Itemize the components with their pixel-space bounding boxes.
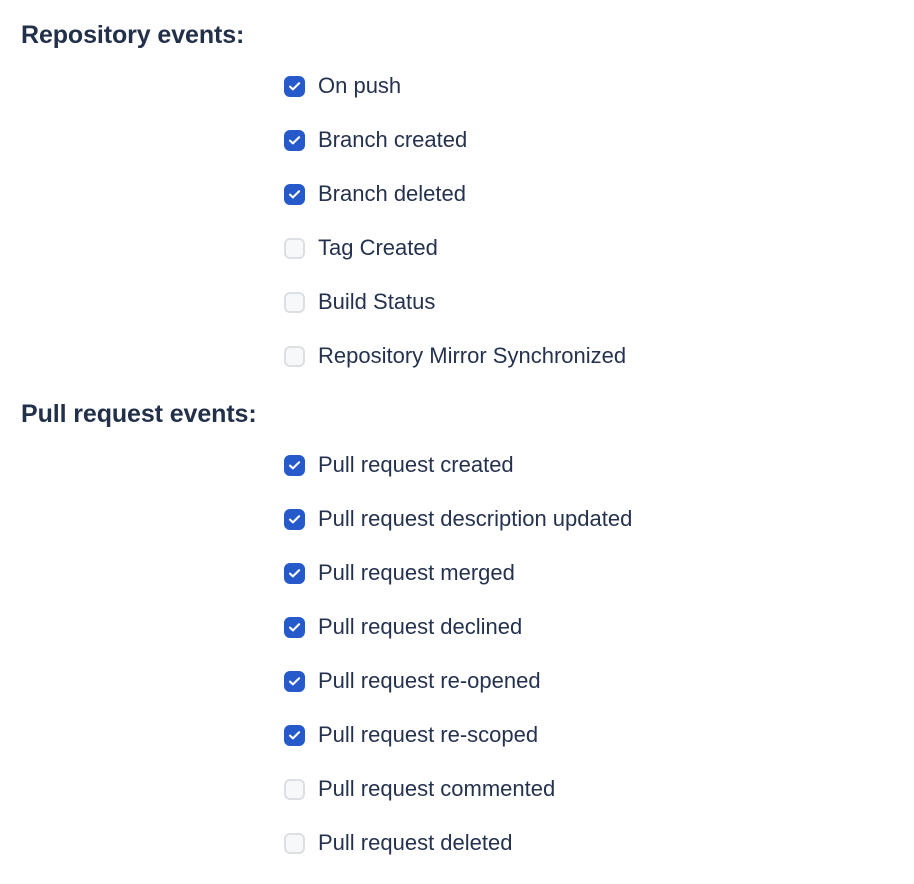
checkbox-label-pull-request-description-updated: Pull request description updated [318,506,633,531]
checkbox-pull-request-merged[interactable] [284,562,305,584]
checkbox-row-branch-deleted[interactable]: Branch deleted [0,167,914,221]
checkbox-label-pull-request-re-opened: Pull request re-opened [318,668,541,693]
checkbox-row-pull-request-created[interactable]: Pull request created [0,438,914,492]
checkbox-pull-request-declined[interactable] [284,616,305,638]
pull-request-events-section: Pull request events: Pull request create… [0,399,914,870]
checkbox-row-pull-request-declined[interactable]: Pull request declined [0,600,914,654]
checkbox-tag-created[interactable] [284,237,305,259]
checkmark-icon [288,568,301,577]
checkbox-row-pull-request-commented[interactable]: Pull request commented [0,762,914,816]
checkbox-label-branch-created: Branch created [318,127,468,152]
checkbox-branch-deleted[interactable] [284,183,305,205]
checkmark-icon [288,81,301,90]
checkbox-label-repository-mirror-synchronized: Repository Mirror Synchronized [318,343,627,368]
checkbox-on-push[interactable] [284,75,305,97]
checkbox-row-pull-request-deleted[interactable]: Pull request deleted [0,816,914,870]
checkbox-pull-request-description-updated[interactable] [284,508,305,530]
checkbox-pull-request-re-scoped[interactable] [284,724,305,746]
checkbox-label-pull-request-created: Pull request created [318,452,514,477]
checkmark-icon [288,514,301,523]
checkbox-label-build-status: Build Status [318,289,436,314]
checkbox-pull-request-deleted[interactable] [284,832,305,854]
checkbox-pull-request-commented[interactable] [284,778,305,800]
checkbox-build-status[interactable] [284,291,305,313]
checkbox-pull-request-created[interactable] [284,454,305,476]
checkbox-row-branch-created[interactable]: Branch created [0,113,914,167]
checkbox-row-pull-request-re-scoped[interactable]: Pull request re-scoped [0,708,914,762]
checkmark-icon [288,676,301,685]
checkbox-label-branch-deleted: Branch deleted [318,181,466,206]
checkbox-row-pull-request-description-updated[interactable]: Pull request description updated [0,492,914,546]
checkbox-repository-mirror-synchronized[interactable] [284,345,305,367]
checkbox-label-pull-request-deleted: Pull request deleted [318,830,513,855]
checkbox-row-repository-mirror-synchronized[interactable]: Repository Mirror Synchronized [0,329,914,383]
checkbox-label-pull-request-re-scoped: Pull request re-scoped [318,722,539,747]
repository-events-heading: Repository events: [21,21,245,49]
checkbox-label-on-push: On push [318,73,402,98]
checkmark-icon [288,460,301,469]
checkbox-label-tag-created: Tag Created [318,235,438,260]
checkmark-icon [288,622,301,631]
checkbox-pull-request-re-opened[interactable] [284,670,305,692]
checkbox-row-on-push[interactable]: On push [0,59,914,113]
pull-request-events-heading: Pull request events: [21,400,257,428]
checkbox-row-pull-request-merged[interactable]: Pull request merged [0,546,914,600]
checkbox-label-pull-request-merged: Pull request merged [318,560,515,585]
checkmark-icon [288,135,301,144]
checkbox-label-pull-request-commented: Pull request commented [318,776,556,801]
checkbox-row-tag-created[interactable]: Tag Created [0,221,914,275]
checkbox-row-pull-request-re-opened[interactable]: Pull request re-opened [0,654,914,708]
checkbox-label-pull-request-declined: Pull request declined [318,614,523,639]
checkmark-icon [288,189,301,198]
checkbox-branch-created[interactable] [284,129,305,151]
checkbox-row-build-status[interactable]: Build Status [0,275,914,329]
checkmark-icon [288,730,301,739]
